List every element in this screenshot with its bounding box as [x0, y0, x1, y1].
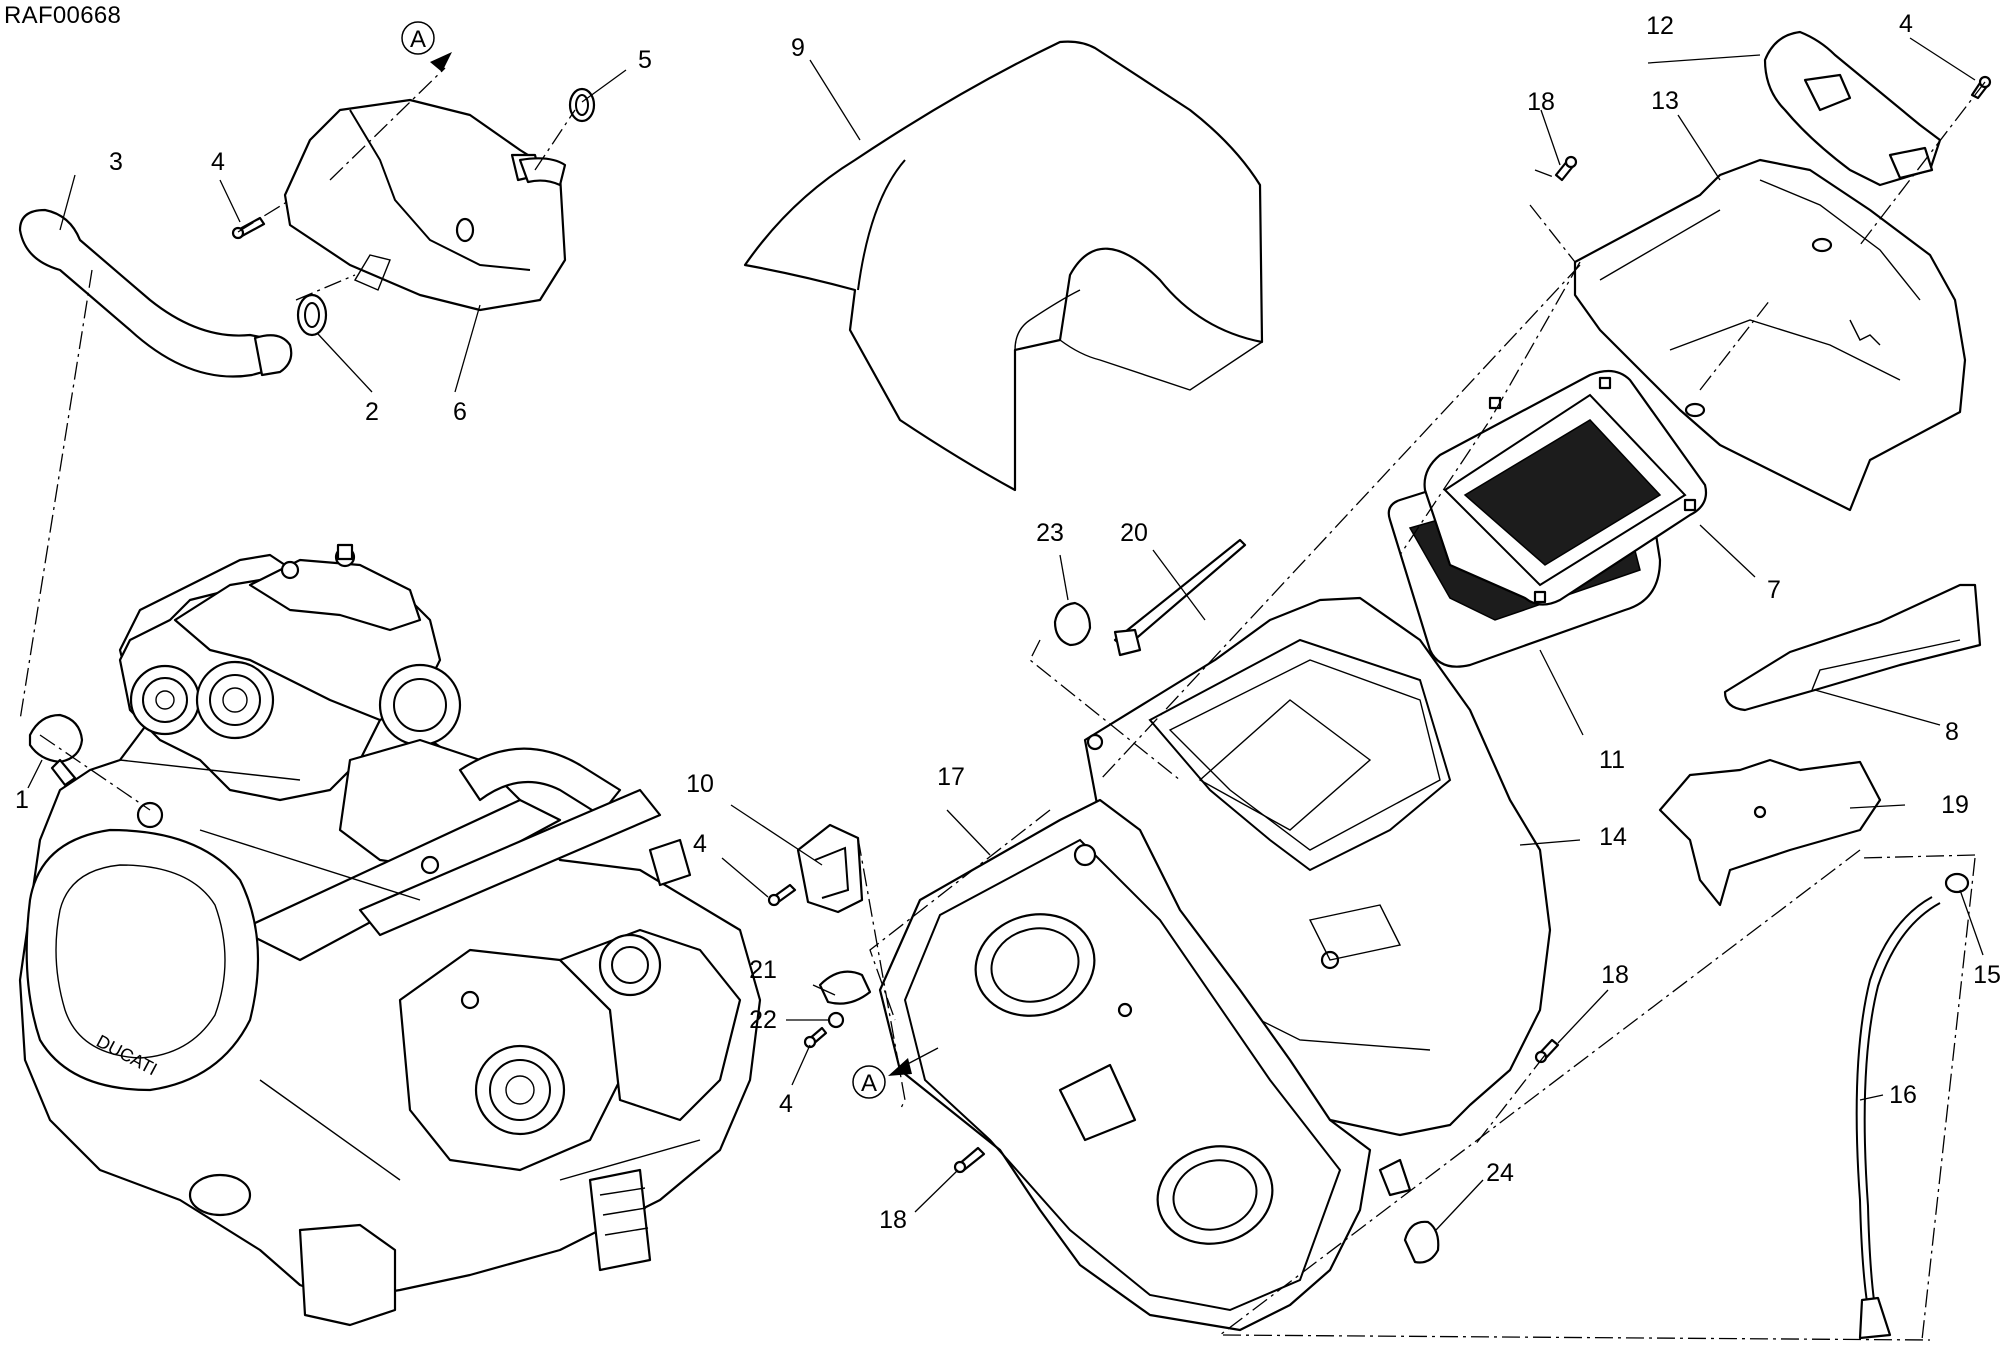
duct-12 [1763, 30, 1942, 187]
screw-4-top-left [231, 216, 266, 240]
engine-assembly: DUCATI [18, 543, 762, 1327]
callout-8: 8 [1945, 718, 1959, 746]
callout-4-bracket: 4 [693, 830, 707, 858]
assembly-guide-lines [19, 67, 1986, 1341]
callout-6: 6 [453, 398, 467, 426]
clamp-15 [1944, 872, 1970, 894]
callout-1: 1 [15, 786, 29, 814]
callout-3: 3 [109, 148, 123, 176]
callout-18-top: 18 [1527, 88, 1555, 116]
callout-13: 13 [1651, 87, 1679, 115]
clamp-2 [296, 293, 328, 337]
callout-numbers: 1 2 3 4 4 4 4 5 6 7 8 9 10 11 12 13 14 1… [15, 10, 2001, 1234]
callout-20: 20 [1120, 519, 1148, 547]
breather-container-6 [283, 98, 567, 312]
callout-4-clip: 4 [779, 1090, 793, 1118]
view-marker-bottom: A [852, 1047, 939, 1099]
plug-24 [1403, 1220, 1440, 1264]
callout-17: 17 [937, 763, 965, 791]
drain-hose-16 [1855, 896, 1941, 1340]
callout-11: 11 [1599, 746, 1625, 774]
view-marker-label: A [410, 26, 426, 53]
callout-18-right: 18 [1601, 961, 1629, 989]
drawing-code: RAF00668 [4, 2, 122, 29]
breather-hose-3 [18, 208, 293, 378]
airbox-lid-13 [1573, 158, 1967, 512]
heat-shield-19 [1658, 758, 1882, 907]
callout-leaders [27, 37, 1984, 1231]
callout-14: 14 [1599, 823, 1627, 851]
view-marker-label: A [861, 1070, 877, 1097]
callout-22: 22 [749, 1006, 777, 1034]
washer-22 [827, 1011, 845, 1029]
screw-18-bottom [953, 1146, 986, 1174]
callout-5: 5 [638, 46, 652, 74]
filter-frame-7 [1423, 369, 1708, 606]
grommet-23 [1053, 601, 1092, 647]
callout-12: 12 [1646, 12, 1674, 40]
callout-9: 9 [791, 34, 805, 62]
cover-9 [743, 40, 1264, 492]
screw-4-clip [803, 1026, 828, 1049]
callout-7: 7 [1767, 576, 1781, 604]
callout-10: 10 [686, 770, 714, 798]
callout-4-left: 4 [211, 148, 225, 176]
callout-23: 23 [1036, 519, 1064, 547]
bracket-10 [796, 823, 864, 914]
airbox-lower-17 [878, 798, 1412, 1332]
clip-21 [818, 970, 872, 1005]
view-marker-top: A [401, 21, 452, 72]
cable-tie-20 [1113, 538, 1247, 657]
callout-15: 15 [1973, 961, 2001, 989]
cover-8 [1723, 583, 1982, 712]
callout-19: 19 [1941, 791, 1969, 819]
seal-5 [568, 87, 596, 123]
callout-21: 21 [749, 956, 777, 984]
callout-16: 16 [1889, 1081, 1917, 1109]
callout-24: 24 [1486, 1159, 1514, 1187]
callout-4-top-right: 4 [1899, 10, 1913, 38]
callout-2: 2 [365, 398, 379, 426]
screw-18-right [1534, 1038, 1560, 1064]
callout-18-bottom: 18 [879, 1206, 907, 1234]
screw-18-top [1554, 155, 1578, 182]
screw-4-bracket [767, 883, 797, 907]
